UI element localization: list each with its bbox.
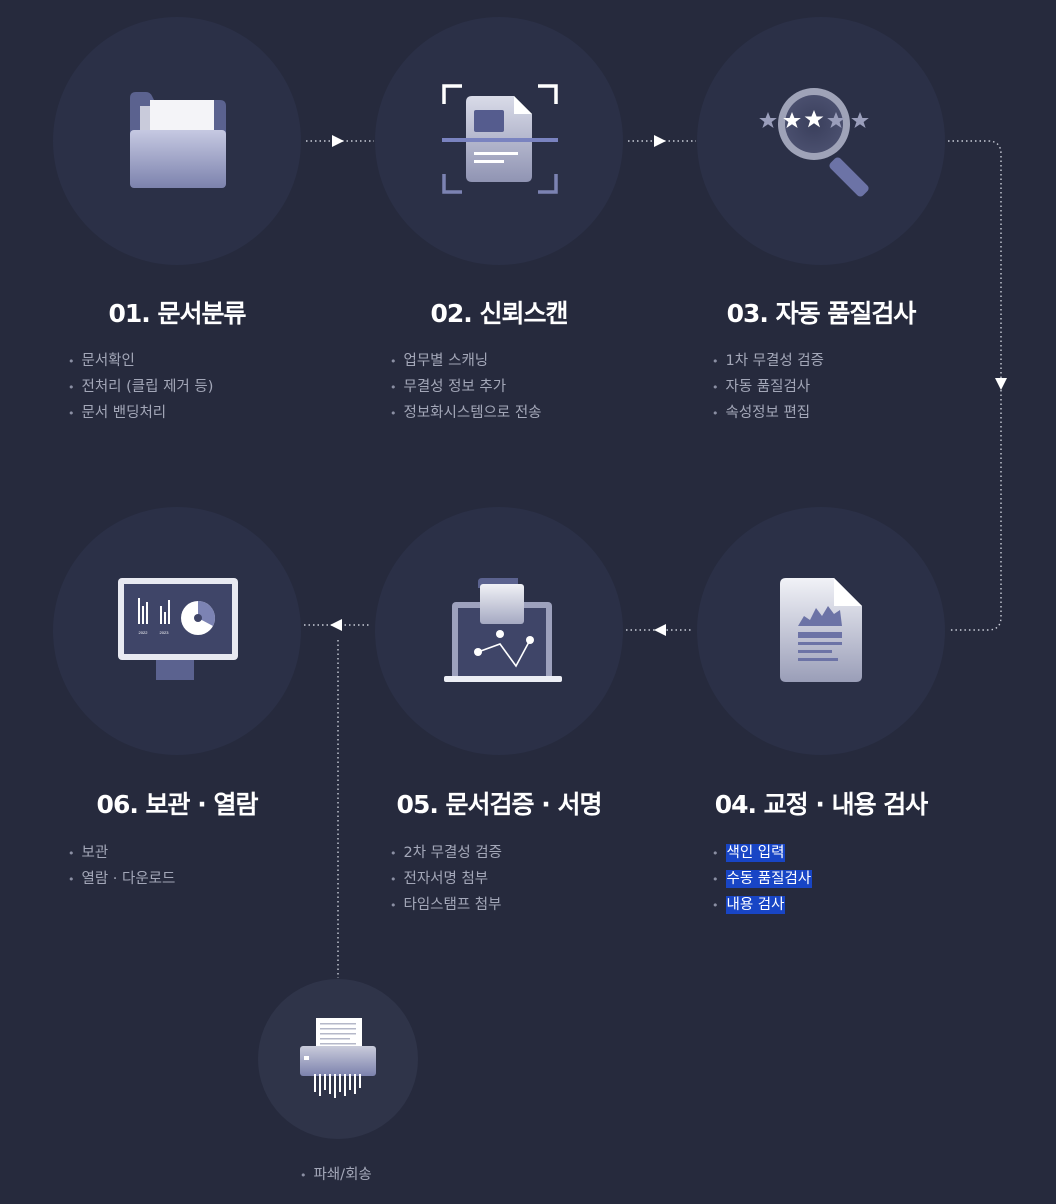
document-scan-icon [440, 82, 560, 204]
list-item: •자동 품질검사 [712, 379, 811, 395]
step-6-title: 06. 보관 · 열람 [96, 790, 259, 819]
list-item: •문서 밴딩처리 [68, 405, 167, 421]
list-item-highlighted: •수동 품질검사 [712, 870, 813, 888]
shredder-list: •파쇄/회송 [300, 1162, 372, 1188]
list-item: •업무별 스캐닝 [390, 353, 489, 369]
folder-icon [124, 86, 232, 200]
step-3-list: •1차 무결성 검증 •자동 품질검사 •속성정보 편집 [712, 348, 824, 426]
list-item-highlighted: •내용 검사 [712, 896, 786, 914]
list-item-highlighted: •색인 입력 [712, 844, 786, 862]
list-item: •무결성 정보 추가 [390, 379, 507, 395]
connector-3-4 [948, 140, 1002, 631]
step-5-list: •2차 무결성 검증 •전자서명 첨부 •타임스탬프 첨부 [390, 840, 502, 918]
shredder-icon [298, 1016, 378, 1104]
list-item: •전자서명 첨부 [390, 871, 489, 887]
step-2-title: 02. 신뢰스캔 [430, 299, 569, 328]
list-item: •보관 [68, 845, 109, 861]
step-4-title: 04. 교정 · 내용 검사 [714, 790, 929, 819]
list-item: •전처리 (클립 제거 등) [68, 379, 214, 395]
document-chart-icon [776, 576, 866, 690]
step-2-list: •업무별 스캐닝 •무결성 정보 추가 •정보화시스템으로 전송 [390, 348, 542, 426]
arrow-right-icon [654, 135, 666, 147]
laptop-chart-icon [442, 576, 564, 690]
monitor-label: 2023 [160, 630, 170, 635]
step-3-title: 03. 자동 품질검사 [726, 299, 917, 328]
arrow-right-icon [332, 135, 344, 147]
list-item: •속성정보 편집 [712, 405, 811, 421]
arrow-left-icon [654, 624, 666, 636]
list-item: •문서확인 [68, 353, 135, 369]
arrow-down-icon [995, 378, 1007, 390]
list-item: •2차 무결성 검증 [390, 845, 502, 861]
arrow-left-icon [330, 619, 342, 631]
magnifier-stars-icon [756, 84, 876, 206]
step-4-list: •색인 입력 •수동 품질검사 •내용 검사 [712, 840, 813, 918]
step-6-list: •보관 •열람 · 다운로드 [68, 840, 175, 892]
list-item: •타임스탬프 첨부 [390, 897, 502, 913]
step-1-list: •문서확인 •전처리 (클립 제거 등) •문서 밴딩처리 [68, 348, 213, 426]
monitor-label: 2022 [139, 630, 149, 635]
list-item: •열람 · 다운로드 [68, 871, 176, 887]
list-item: •1차 무결성 검증 [712, 353, 824, 369]
monitor-chart-icon: 2022 2023 [116, 576, 240, 688]
step-5-title: 05. 문서검증 · 서명 [396, 790, 603, 819]
step-1-title: 01. 문서분류 [108, 299, 247, 328]
list-item: •정보화시스템으로 전송 [390, 405, 542, 421]
list-item: •파쇄/회송 [300, 1167, 372, 1183]
